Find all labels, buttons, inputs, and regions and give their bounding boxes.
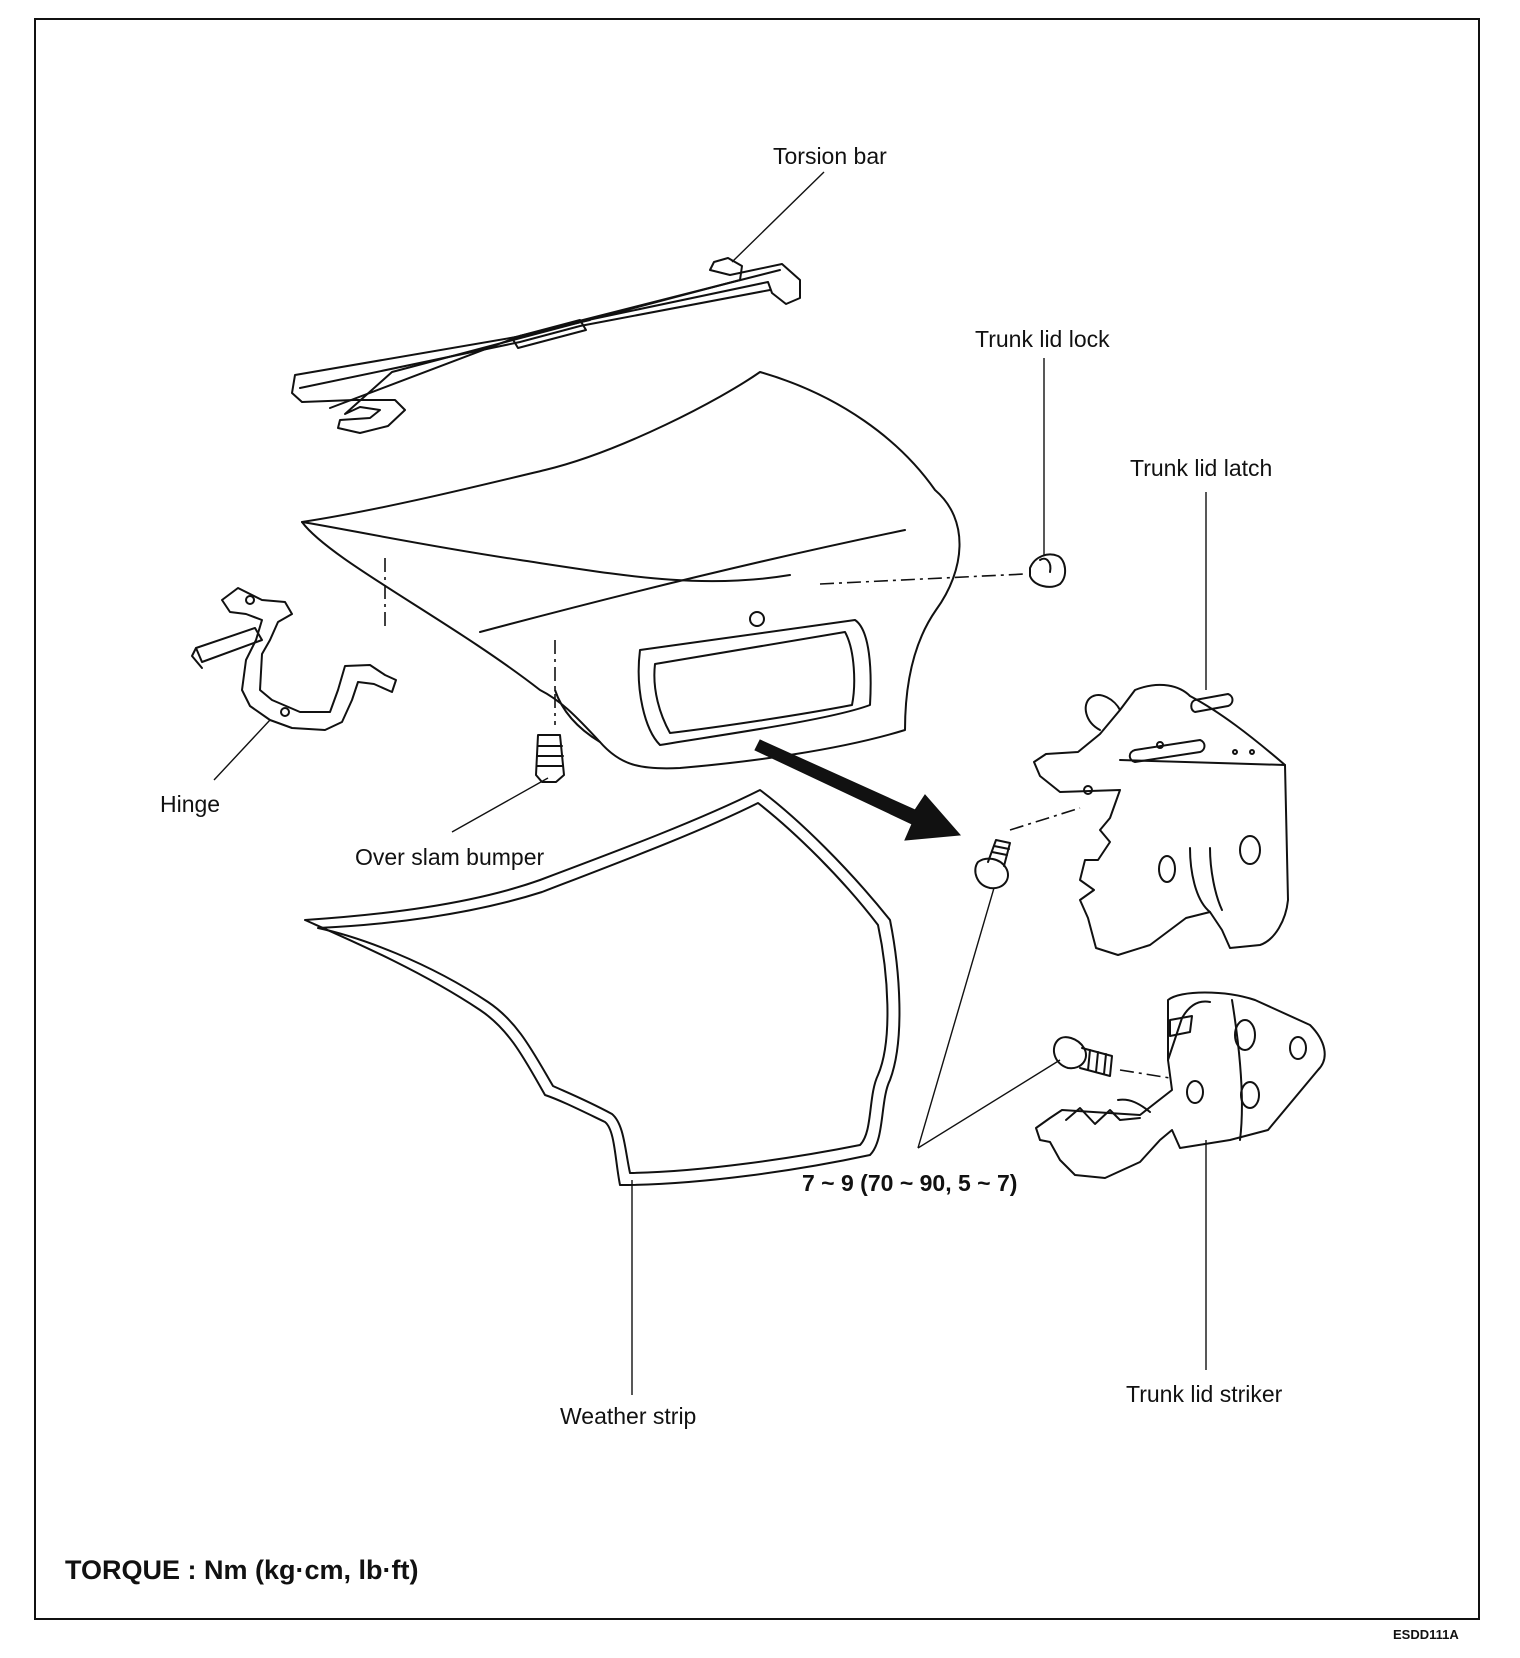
label-torque-spec: 7 ~ 9 (70 ~ 90, 5 ~ 7) [802, 1170, 1018, 1196]
label-trunk-lid-striker: Trunk lid striker [1126, 1381, 1283, 1407]
latch-bolt-part [974, 839, 1011, 890]
trunk-lid-latch-part [1033, 683, 1289, 956]
over-slam-bumper-part [535, 734, 565, 783]
weather-strip-part [304, 789, 901, 1186]
label-trunk-lid-latch: Trunk lid latch [1130, 455, 1273, 481]
trunk-lid-panel [301, 371, 961, 770]
leader-hinge [213, 719, 271, 781]
label-trunk-lid-lock: Trunk lid lock [975, 326, 1110, 352]
lock-guide-line [819, 573, 1026, 585]
hinge-part [191, 587, 397, 731]
torsion-bar-part [291, 257, 801, 434]
striker-guide-line [1119, 1069, 1171, 1079]
direction-arrow [754, 739, 962, 841]
striker-bolt-part [1052, 1036, 1113, 1077]
label-hinge: Hinge [160, 791, 221, 817]
label-torsion-bar: Torsion bar [773, 143, 887, 169]
trunk-lid-lock-part [1029, 553, 1066, 588]
diagram-frame [34, 18, 1480, 1620]
leader-over-slam-bumper [451, 777, 549, 833]
latch-guide-line [1009, 807, 1081, 831]
leader-torque-spec-b [917, 1059, 1061, 1149]
label-weather-strip: Weather strip [560, 1403, 697, 1429]
torque-unit-note: TORQUE : Nm (kg·cm, lb·ft) [65, 1555, 419, 1585]
figure-code: ESDD111A [1393, 1627, 1459, 1642]
label-over-slam-bumper: Over slam bumper [355, 844, 545, 870]
trunk-lid-striker-part [1035, 991, 1326, 1179]
leader-torsion-bar [731, 171, 825, 263]
leader-torque-spec-a [917, 887, 995, 1149]
